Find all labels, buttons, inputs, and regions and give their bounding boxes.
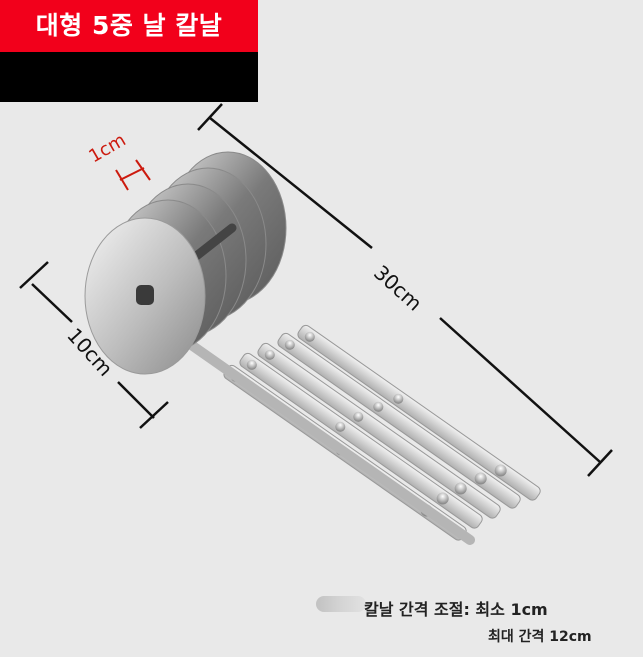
diameter-dimension [19,261,169,429]
title-banner: 대형 5중 날 칼날 [0,0,258,52]
smudge-decoration [316,596,366,612]
black-band [0,52,258,102]
length-dimension [197,103,613,477]
axle-nut [136,285,154,305]
blade-wheels [84,151,287,375]
caption-max-gap: 최대 간격 12cm [488,629,592,645]
page-title: 대형 5중 날 칼날 [35,11,223,40]
gap-dimension [115,159,151,191]
caption-min-gap: 칼날 간격 조절: 최소 1cm [364,600,548,619]
handle-arms [165,324,541,545]
